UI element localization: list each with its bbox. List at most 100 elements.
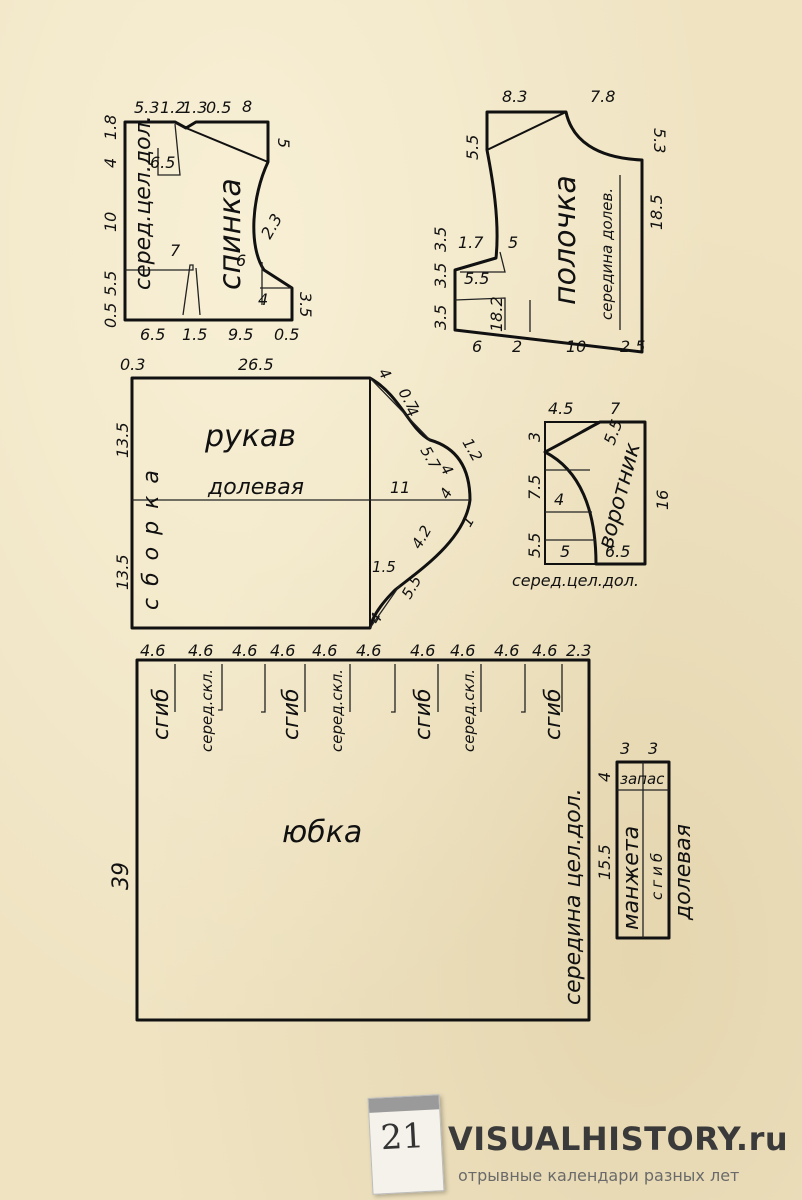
skirt-top-dim-2: 4.6: [188, 641, 213, 660]
cuff-top-dim-1: 3: [620, 739, 630, 758]
cuff-left-dim-2: 15.5: [595, 844, 614, 880]
collar-left-dim-2: 7.5: [525, 475, 544, 500]
front-bottom-dim-2: 2: [512, 337, 522, 356]
collar-caption: серед.цел.дол.: [512, 571, 639, 590]
cuff-allowance-label: запас: [620, 770, 665, 788]
skirt-top-dim-7: 4.6: [410, 641, 435, 660]
skirt-top-dim-6: 4.6: [356, 641, 381, 660]
back-bottom-dim-1: 6.5: [140, 325, 165, 344]
collar-left-dim-1: 3: [525, 432, 544, 442]
skirt-pleat-7: сгиб: [541, 688, 566, 740]
skirt-height-dim: 39: [109, 862, 134, 890]
back-left-dim-5: 0.5: [101, 303, 120, 328]
skirt-pleat-1: сгиб: [149, 688, 174, 740]
back-bottom-dim-4: 0.5: [274, 325, 299, 344]
skirt-piece: 4.6 4.6 4.6 4.6 4.6 4.6 4.6 4.6 4.6 4.6 …: [109, 641, 591, 1022]
front-label: полочка: [548, 175, 583, 305]
skirt-pleat-5: сгиб: [411, 688, 436, 740]
brand-tagline: отрывные календари разных лет: [458, 1166, 740, 1185]
front-left-dim-1: 5.5: [463, 135, 482, 160]
cuff-left-dim-1: 4: [595, 772, 614, 782]
sleeve-curve-dim-8: 4.2: [408, 522, 436, 552]
sleeve-curve-dim-11: 5.5: [398, 572, 426, 602]
calendar-binding: [368, 1095, 440, 1113]
back-inner-dim-4: 4: [258, 290, 268, 309]
front-top-dim-2: 7.8: [590, 87, 615, 106]
back-bottom-dim-3: 9.5: [228, 325, 253, 344]
back-top-dim-4: 0.5: [206, 98, 231, 117]
collar-piece: 4.5 7 3 7.5 5.5 5.5 4 5 6.5 16 воротник …: [512, 399, 672, 590]
sleeve-mid-dim: 11: [390, 478, 410, 497]
collar-top-dim-2: 7: [610, 399, 621, 418]
sleeve-curve-dim-5: 1.2: [459, 435, 487, 465]
back-top-dim-3: 1.3: [182, 98, 207, 117]
skirt-top-dim-3: 4.6: [232, 641, 257, 660]
skirt-pleat-6: серед.скл.: [460, 669, 478, 752]
front-bottom-dim-3: 10: [566, 337, 586, 356]
sleeve-top-dim-2: 26.5: [238, 355, 274, 374]
skirt-top-dim-8: 4.6: [450, 641, 475, 660]
back-left-dim-4: 5.5: [101, 271, 120, 296]
sleeve-gather-label: сборка: [139, 458, 164, 610]
collar-inner-dim-3: 5: [560, 542, 570, 561]
back-left-dim-3: 10: [101, 212, 120, 232]
back-inner-dim-1: 6.5: [150, 153, 175, 172]
collar-inner-dim-2: 4: [554, 490, 564, 509]
collar-top-dim-1: 4.5: [548, 399, 573, 418]
front-bottom-dim-1: 6: [472, 337, 482, 356]
skirt-pleat-2: серед.скл.: [198, 669, 216, 752]
sleeve-curve-dim-1: 4: [375, 365, 395, 382]
front-left-dim-4: 3.5: [431, 263, 450, 288]
sleeve-piece: 0.3 26.5 13.5 13.5 11 4 0.7 4 5.7 1.2 4 …: [113, 355, 487, 630]
cuff-piece: 3 3 4 15.5 запас манжета сгиб долевая: [595, 739, 696, 940]
skirt-pleat-3: сгиб: [279, 688, 304, 740]
brand-name[interactable]: VISUALHISTORY.ru: [448, 1120, 789, 1158]
front-left-dim-5: 3.5: [431, 227, 450, 252]
back-piece: 5.3 1.2 1.3 0.5 8 1.8 4 10 5.5 0.5 5 2.3…: [101, 97, 315, 344]
cuff-label: манжета: [619, 826, 644, 930]
back-left-dim-2: 4: [101, 158, 120, 168]
sleeve-left-dim-2: 13.5: [113, 554, 132, 590]
front-center-fold-label: середина долев.: [598, 188, 616, 320]
calendar-number: 21: [379, 1116, 425, 1159]
footer-watermark: 21 VISUALHISTORY.ru отрывные календари р…: [367, 1094, 802, 1200]
back-right-dim-3: 3.5: [296, 292, 315, 317]
skirt-top-dim-11: 2.3: [566, 641, 591, 660]
skirt-top-dim-4: 4.6: [270, 641, 295, 660]
sleeve-top-dim-1: 0.3: [120, 355, 145, 374]
sleeve-curve-dim-10: 1.5: [372, 558, 396, 576]
back-top-dim-5: 8: [242, 97, 252, 116]
collar-right-dim: 16: [653, 490, 672, 510]
collar-inner-dim-4: 6.5: [605, 542, 630, 561]
front-right-dim-1: 5.3: [650, 128, 669, 153]
skirt-top-dim-5: 4.6: [312, 641, 337, 660]
sleeve-left-dim-1: 13.5: [113, 422, 132, 458]
back-label: спинка: [213, 178, 248, 290]
sleeve-label: рукав: [204, 419, 296, 454]
back-bottom-dim-2: 1.5: [182, 325, 207, 344]
cuff-fold-label: сгиб: [648, 849, 666, 900]
skirt-top-dim-9: 4.6: [494, 641, 519, 660]
front-inner-dim-1: 5: [508, 233, 518, 252]
back-top-dim-1: 5.3: [134, 98, 159, 117]
collar-label: воротник: [594, 439, 646, 551]
cuff-grain-label: долевая: [671, 824, 696, 921]
back-top-dim-2: 1.2: [160, 98, 185, 117]
collar-left-dim-3: 5.5: [525, 533, 544, 558]
back-center-fold-label: серед.цел.дол.: [131, 115, 156, 290]
skirt-pleat-4: серед.скл.: [328, 669, 346, 752]
front-piece: 8.3 7.8 5.5 1.7 5.5 3.5 3.5 3.5 5.3 18.5…: [431, 87, 669, 356]
back-inner-dim-2: 7: [170, 241, 181, 260]
sleeve-grain-label: долевая: [207, 475, 304, 500]
front-left-dim-3: 5.5: [464, 269, 489, 288]
back-inner-dim-3: 6: [236, 251, 246, 270]
skirt-top-dim-10: 4.6: [532, 641, 557, 660]
skirt-label: юбка: [282, 815, 362, 850]
front-top-dim-1: 8.3: [502, 87, 527, 106]
skirt-top-dim-1: 4.6: [140, 641, 165, 660]
back-right-dim-1: 5: [274, 138, 293, 148]
calendar-logo: 21: [367, 1094, 445, 1195]
cuff-top-dim-2: 3: [648, 739, 658, 758]
